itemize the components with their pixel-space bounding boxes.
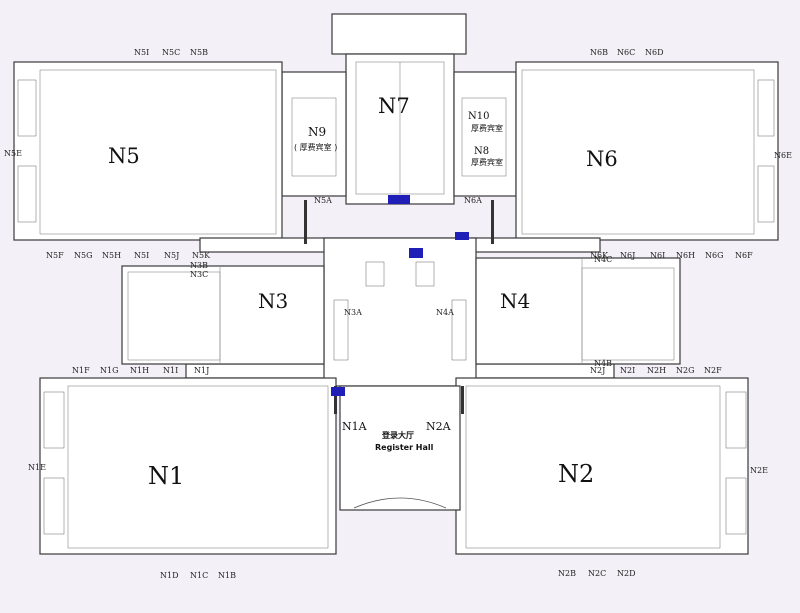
gate-n2-bottom-1[interactable]: N2B <box>558 569 576 578</box>
register-hall-en: Register Hall <box>375 443 434 452</box>
gate-n3c[interactable]: N3C <box>190 270 208 279</box>
hall-label-n9: N9 <box>308 125 326 139</box>
hall-label-n6: N6 <box>586 147 618 171</box>
hall-n7[interactable]: N7 <box>331 13 467 205</box>
gate-n5-bottom-5[interactable]: N5J <box>164 251 179 260</box>
hall-label-n1: N1 <box>148 462 184 490</box>
register-hall-cn: 登录大厅 <box>381 430 414 440</box>
gate-n2-top-3[interactable]: N2H <box>647 366 666 375</box>
gate-n2-bottom-3[interactable]: N2D <box>617 569 636 578</box>
hall-n2[interactable]: N2 <box>455 377 749 555</box>
n8-room-label: 厚费宾室 <box>471 157 503 167</box>
gate-n1-top-1[interactable]: N1F <box>72 366 90 375</box>
gate-n2-top-4[interactable]: N2G <box>676 366 694 375</box>
gate-n6-top-3[interactable]: N6D <box>645 48 664 57</box>
gate-n5-bottom-1[interactable]: N5F <box>46 251 64 260</box>
gate-n1-bottom-2[interactable]: N1C <box>190 571 208 580</box>
gate-n2a[interactable]: N2A <box>426 420 452 433</box>
gate-n5-top-3[interactable]: N5B <box>190 48 208 57</box>
gate-n5e[interactable]: N5E <box>4 149 22 158</box>
gate-n6a[interactable]: N6A <box>464 196 482 205</box>
gate-n1-top-2[interactable]: N1G <box>100 366 118 375</box>
gate-n2-top-1[interactable]: N2J <box>590 366 605 375</box>
gate-n6-bottom-6[interactable]: N6F <box>735 251 753 260</box>
gate-n5-bottom-3[interactable]: N5H <box>102 251 121 260</box>
n9-room-label: ( 厚费宾室 ) <box>294 142 337 152</box>
gate-n1-top-4[interactable]: N1I <box>163 366 178 375</box>
service-desk-marker[interactable] <box>409 248 423 258</box>
hall-n4[interactable]: N4 <box>475 257 681 365</box>
gate-n5-bottom-6[interactable]: N5K <box>192 251 211 260</box>
gate-n1-top-3[interactable]: N1H <box>130 366 149 375</box>
gate-n6-top-1[interactable]: N6B <box>590 48 608 57</box>
entry-post <box>304 200 307 244</box>
gate-n1e[interactable]: N1E <box>28 463 46 472</box>
central-atrium <box>323 237 477 387</box>
hall-n9[interactable]: N9 ( 厚费宾室 ) <box>281 71 347 197</box>
gate-n4b[interactable]: N4B <box>594 359 612 368</box>
hall-n10-n8[interactable]: N10 厚费宾室 N8 厚费宾室 <box>453 71 517 197</box>
service-desk-marker[interactable] <box>388 195 410 204</box>
hall-n3[interactable]: N3 <box>121 265 325 365</box>
hall-label-n2: N2 <box>558 460 594 488</box>
gate-n6e[interactable]: N6E <box>774 151 792 160</box>
gate-n5-top-1[interactable]: N5I <box>134 48 149 57</box>
gate-n1-bottom-3[interactable]: N1B <box>218 571 236 580</box>
gate-n5a[interactable]: N5A <box>314 196 332 205</box>
gate-n1-bottom-1[interactable]: N1D <box>160 571 179 580</box>
hall-n5[interactable]: N5 <box>13 61 283 241</box>
gate-n2-bottom-2[interactable]: N2C <box>588 569 606 578</box>
gate-n2-top-5[interactable]: N2F <box>704 366 722 375</box>
hall-label-n7: N7 <box>378 94 410 118</box>
hall-label-n3: N3 <box>258 289 288 313</box>
gate-n2-top-2[interactable]: N2I <box>620 366 635 375</box>
hall-n1[interactable]: N1 <box>39 377 337 555</box>
gate-n2e[interactable]: N2E <box>750 466 768 475</box>
n10-room-label: 厚费宾室 <box>471 123 503 133</box>
gate-n5-top-2[interactable]: N5C <box>162 48 180 57</box>
gate-n5-bottom-2[interactable]: N5G <box>74 251 92 260</box>
n7-entrance-block <box>331 13 467 55</box>
gate-n1a[interactable]: N1A <box>342 420 368 433</box>
gate-n6-bottom-1[interactable]: N6K <box>590 251 609 260</box>
service-desk-marker[interactable] <box>455 232 469 240</box>
gate-n6-bottom-4[interactable]: N6H <box>676 251 695 260</box>
gate-n3b[interactable]: N3B <box>190 261 208 270</box>
gate-n6-bottom-5[interactable]: N6G <box>705 251 723 260</box>
hall-label-n8: N8 <box>474 146 489 157</box>
entry-post <box>461 386 464 414</box>
gate-n5-bottom-4[interactable]: N5I <box>134 251 149 260</box>
entry-post <box>334 386 337 414</box>
gate-n3a[interactable]: N3A <box>344 308 362 317</box>
register-hall[interactable]: 登录大厅 Register Hall <box>339 385 461 511</box>
hall-label-n5: N5 <box>108 144 140 168</box>
gate-n4a[interactable]: N4A <box>436 308 454 317</box>
gate-n4c[interactable]: N4C <box>594 255 612 264</box>
entry-post <box>491 200 494 244</box>
hall-n6[interactable]: N6 <box>515 61 779 241</box>
service-desk-marker[interactable] <box>331 387 345 396</box>
gate-n6-top-2[interactable]: N6C <box>617 48 635 57</box>
hall-label-n10: N10 <box>468 111 489 122</box>
gate-n6-bottom-2[interactable]: N6J <box>620 251 635 260</box>
hall-label-n4: N4 <box>500 289 530 313</box>
gate-n1-top-5[interactable]: N1J <box>194 366 209 375</box>
gate-n6-bottom-3[interactable]: N6I <box>650 251 665 260</box>
